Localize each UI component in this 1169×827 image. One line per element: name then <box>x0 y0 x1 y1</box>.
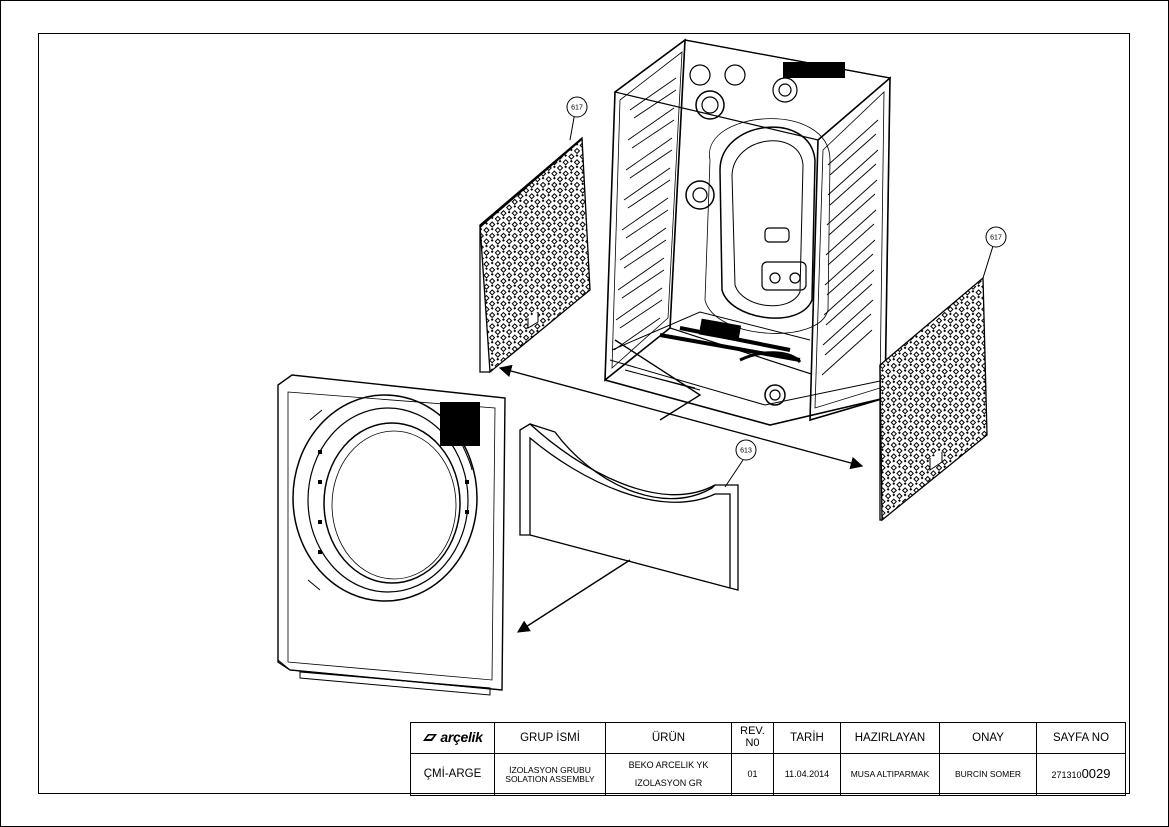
header-page-no: SAYFA NO <box>1036 722 1126 754</box>
header-approved: ONAY <box>939 722 1037 754</box>
assembly-arrows <box>498 339 864 633</box>
value-prepared-by: MUSA ALTIPARMAK <box>840 753 940 796</box>
front-panel <box>277 374 506 696</box>
page-no-suffix: 0029 <box>1081 766 1111 782</box>
title-block: arçelik GRUP İSMİ ÜRÜN REV. N0 TARİH HAZ… <box>410 722 1126 796</box>
callout-617-right: 617 <box>985 226 1007 248</box>
arcelik-logo-icon: arçelik <box>422 728 483 745</box>
brand-name: arçelik <box>440 728 483 745</box>
page-no-prefix: 271310 <box>1051 770 1082 781</box>
callout-613: 613 <box>735 439 757 461</box>
insulation-panel-right <box>879 245 994 522</box>
header-prepared-by: HAZIRLAYAN <box>840 722 940 754</box>
value-approved: BURCİN SOMER <box>939 753 1037 796</box>
header-group-name: GRUP İSMİ <box>494 722 606 754</box>
value-group-name: İZOLASYON GRUBU SOLATION ASSEMBLY <box>494 753 606 796</box>
value-product: BEKO ARCELIK YK IZOLASYON GR <box>605 753 732 796</box>
value-rev: 01 <box>731 753 774 796</box>
header-product: ÜRÜN <box>605 722 732 754</box>
callout-617-left-label: 617 <box>571 105 583 112</box>
value-dept: ÇMİ-ARGE <box>410 753 495 796</box>
header-date: TARİH <box>773 722 841 754</box>
value-date: 11.04.2014 <box>773 753 841 796</box>
insulation-panel-bottom <box>519 423 744 591</box>
callout-617-left: 617 <box>566 96 588 118</box>
header-rev: REV. N0 <box>731 722 774 754</box>
value-page-no: 2713100029 <box>1036 753 1126 796</box>
callout-613-label: 613 <box>740 448 752 455</box>
brand-cell: arçelik <box>410 722 495 754</box>
insulation-panel-left <box>479 111 591 374</box>
callout-617-right-label: 617 <box>990 235 1002 242</box>
cabinet-body <box>604 38 892 426</box>
